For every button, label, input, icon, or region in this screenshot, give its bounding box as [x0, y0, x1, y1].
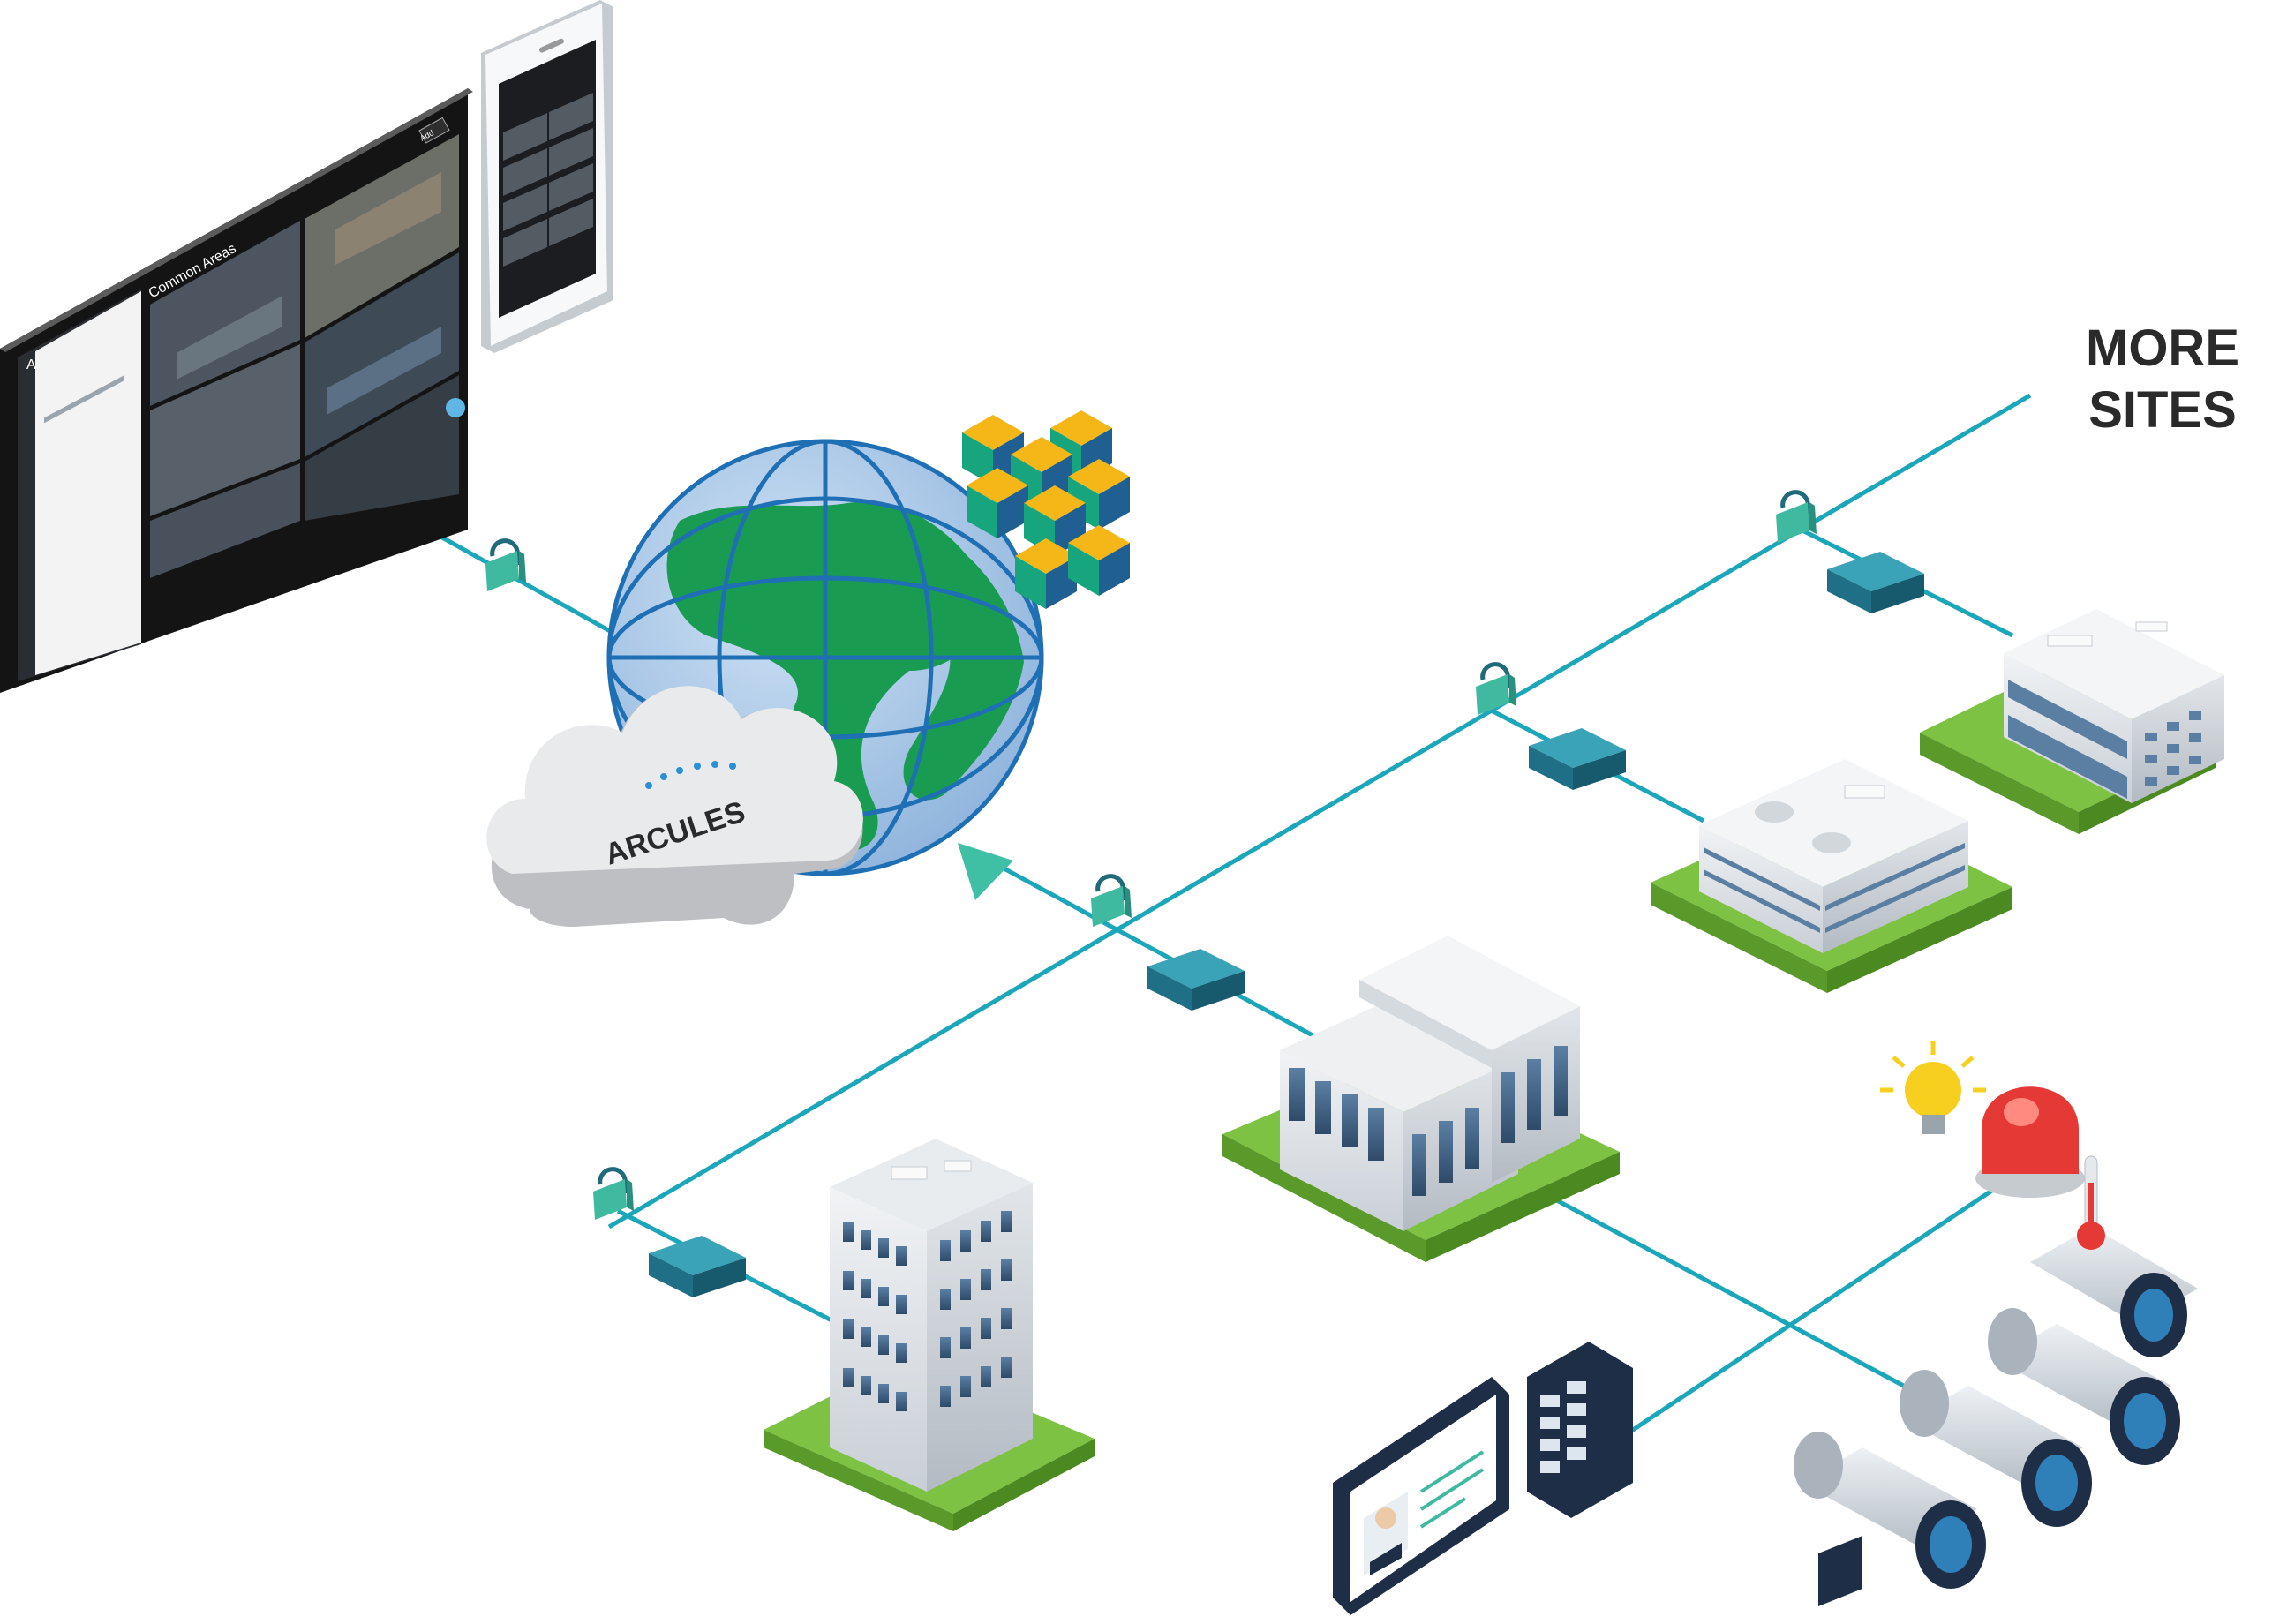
security-camera-icon [1900, 1370, 2092, 1527]
access-control-panel-icon [1333, 1342, 1633, 1615]
lock-icon [1476, 662, 1516, 715]
gateway-device-icon [1827, 552, 1924, 613]
light-bulb-icon [1880, 1041, 1986, 1134]
security-camera-icon [2030, 1227, 2198, 1357]
building-office-flat [1651, 759, 2012, 993]
arrow-to-cloud-icon [958, 843, 1013, 900]
building-tower [764, 1139, 1095, 1531]
cloud-icon [486, 686, 863, 927]
lock-icon [593, 1167, 634, 1220]
gateway-device-icon [1529, 728, 1626, 790]
lock-icon [1776, 490, 1817, 543]
building-office-large [1222, 936, 1620, 1262]
lock-icon [1091, 874, 1132, 927]
data-cubes-icon [962, 410, 1130, 609]
gateway-device-icon [1147, 949, 1245, 1011]
security-camera-icon [1988, 1308, 2180, 1465]
mobile-phone [481, 0, 613, 353]
lock-icon [485, 538, 526, 591]
dashboard-monitor: A Common Areas Add [0, 88, 473, 693]
monitor-logo: A [26, 357, 36, 372]
alarm-siren-icon [1975, 1086, 2085, 1198]
security-camera-icon [1794, 1432, 1986, 1606]
building-office-tower [1920, 609, 2224, 834]
camera-feed-grid [150, 134, 459, 578]
gateway-device-icon [649, 1236, 746, 1297]
thermometer-icon [2077, 1155, 2105, 1250]
more-sites-label: MORE SITES [2021, 318, 2287, 441]
monitor-add-button[interactable] [418, 117, 450, 144]
cloud-logo-dots [645, 761, 736, 789]
more-sites-line-1: MORE [2086, 320, 2239, 377]
monitor-fab-button[interactable] [446, 398, 465, 417]
more-sites-line-2: SITES [2088, 381, 2237, 439]
